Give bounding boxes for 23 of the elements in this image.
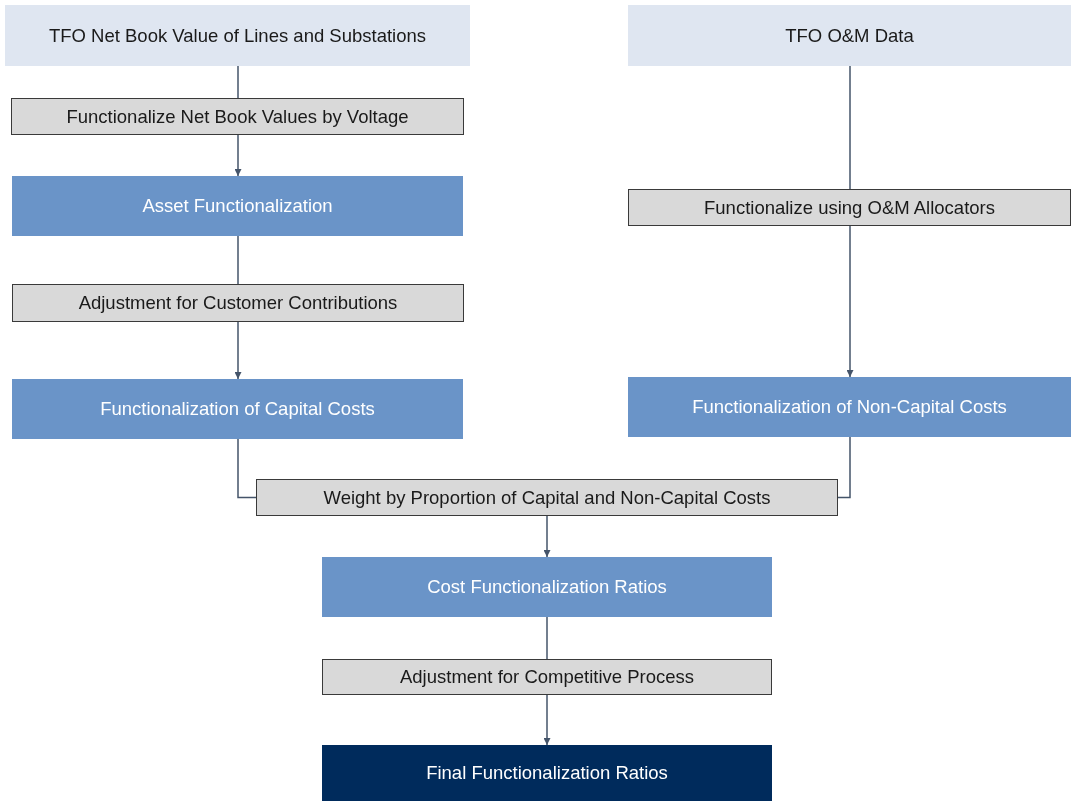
- arrow: [543, 515, 551, 558]
- input-box: TFO Net Book Value of Lines and Substations: [5, 5, 470, 66]
- arrow: [543, 694, 551, 746]
- process-box: Functionalize Net Book Values by Voltage: [11, 98, 464, 135]
- connector-line: [837, 436, 851, 499]
- result-box: Functionalization of Capital Costs: [12, 379, 463, 439]
- result-box: Functionalization of Non-Capital Costs: [628, 377, 1071, 437]
- connector-line: [237, 235, 239, 285]
- connector-line: [849, 65, 851, 190]
- connector-line: [237, 438, 257, 499]
- result-box: Cost Functionalization Ratios: [322, 557, 772, 617]
- result-box: Asset Functionalization: [12, 176, 463, 236]
- arrow: [846, 225, 854, 378]
- arrow: [234, 321, 242, 380]
- connector-line: [237, 65, 239, 99]
- process-box: Functionalize using O&M Allocators: [628, 189, 1071, 226]
- connector-line: [546, 616, 548, 660]
- process-box: Adjustment for Competitive Process: [322, 659, 772, 695]
- input-box: TFO O&M Data: [628, 5, 1071, 66]
- arrow: [234, 134, 242, 177]
- final-result-box: Final Functionalization Ratios: [322, 745, 772, 801]
- process-box: Weight by Proportion of Capital and Non-Capital Costs: [256, 479, 838, 516]
- process-box: Adjustment for Customer Contributions: [12, 284, 464, 322]
